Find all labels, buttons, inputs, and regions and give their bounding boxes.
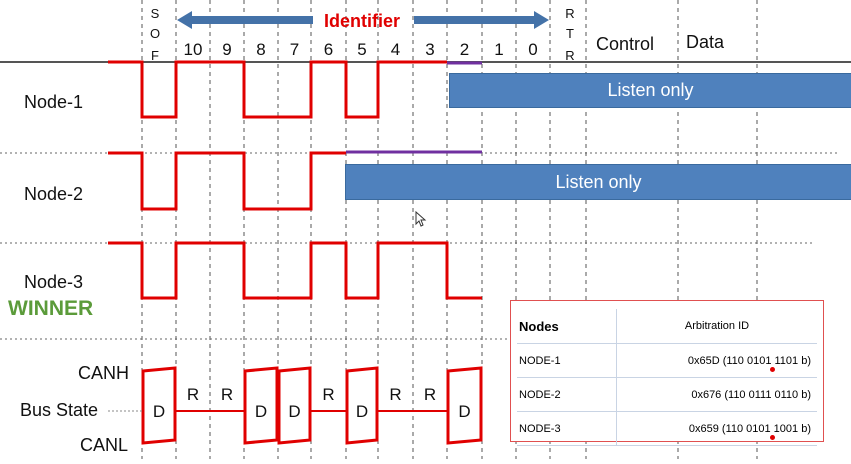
bus-state-recessive-label: R — [424, 385, 436, 404]
identifier-label: Identifier — [324, 11, 400, 31]
bit-number-label: 8 — [256, 40, 265, 59]
canl-label: CANL — [80, 435, 129, 455]
listen-only-label: Listen only — [555, 171, 642, 192]
bus-state-dominant-label: D — [153, 402, 165, 421]
bus-state-dominant-label: D — [288, 402, 300, 421]
bit-number-label: 6 — [324, 40, 333, 59]
sof-letter-s: S — [151, 6, 160, 21]
dominant-bit-box — [243, 366, 279, 445]
canh-label: CANH — [78, 363, 130, 383]
node1-waveform — [108, 60, 447, 119]
identifier-arrows: Identifier — [177, 11, 549, 31]
node-cell: NODE-3 — [517, 411, 617, 446]
bit-marker-dot — [770, 367, 775, 372]
arbitration-id-cell: 0x676 (110 0111 0110 b) — [616, 377, 817, 412]
bit-marker-dot — [770, 435, 775, 440]
arbitration-id-value: 0x676 (110 0111 0110 b) — [691, 388, 811, 401]
arbitration-id-value: 0x65D (110 0101 1101 b) — [687, 354, 811, 367]
arbitration-id-column-header: Arbitration ID — [616, 309, 817, 344]
rtr-letter-r1: R — [565, 6, 574, 21]
bit-number-label: 2 — [460, 40, 469, 59]
bus-state-recessive-label: R — [221, 385, 233, 404]
right-arrow-icon — [414, 11, 549, 29]
nodes-column-header: Nodes — [517, 309, 617, 344]
bus-state-recessive-label: R — [389, 385, 401, 404]
rtr-letter-t: T — [566, 26, 574, 41]
arbitration-id-value: 0x659 (110 0101 1001 b) — [688, 422, 811, 435]
arbitration-table: Nodes Arbitration ID NODE-1 0x65D (110 0… — [517, 309, 817, 446]
bus-state-dominant-label: D — [356, 402, 368, 421]
arbitration-id-cell: 0x65D (110 0101 1101 b) — [616, 343, 817, 378]
node-1-listen-only-bar: Listen only — [449, 73, 851, 108]
arbitration-id-table: Nodes Arbitration ID NODE-1 0x65D (110 0… — [510, 300, 824, 446]
bit-number-label: 4 — [391, 40, 400, 59]
sof-letter-o: O — [150, 26, 160, 41]
node-3-label: Node-3 — [24, 272, 84, 292]
bit-number-label: 0 — [528, 40, 537, 59]
node3-waveform — [108, 241, 482, 300]
winner-label: WINNER — [8, 297, 94, 320]
rtr-label: R T R — [565, 6, 574, 63]
table-header-row: Nodes Arbitration ID — [517, 309, 817, 344]
listen-only-label: Listen only — [607, 80, 694, 100]
node-1-label: Node-1 — [24, 92, 84, 112]
rtr-letter-r2: R — [565, 48, 574, 63]
left-arrow-icon — [177, 11, 313, 29]
table-row: NODE-3 0x659 (110 0101 1001 b) — [517, 411, 817, 446]
dominant-bit-box — [446, 366, 483, 445]
node-cell: NODE-2 — [517, 377, 617, 412]
bus-state-dominant-label: D — [458, 402, 470, 421]
dominant-bit-box — [141, 366, 177, 445]
mouse-cursor-icon — [415, 211, 427, 227]
bit-number-label: 1 — [494, 40, 503, 59]
bit-number-label: 9 — [222, 40, 231, 59]
table-row: NODE-2 0x676 (110 0111 0110 b) — [517, 377, 817, 412]
dominant-bit-box — [345, 366, 379, 445]
node-2-label: Node-2 — [24, 184, 84, 204]
node-2-listen-only-bar: Listen only — [345, 164, 851, 200]
bus-state-label: Bus State — [20, 400, 99, 420]
bit-number-label: 10 — [184, 40, 203, 59]
dominant-bit-box — [277, 366, 312, 445]
sof-label: S O F — [150, 6, 160, 63]
control-label: Control — [596, 34, 654, 54]
data-label: Data — [686, 32, 725, 52]
node2-waveform — [108, 151, 346, 211]
table-row: NODE-1 0x65D (110 0101 1101 b) — [517, 343, 817, 378]
bit-number-label: 5 — [357, 40, 366, 59]
bus-state-recessive-label: R — [322, 385, 334, 404]
node-cell: NODE-1 — [517, 343, 617, 378]
bit-number-label: 3 — [425, 40, 434, 59]
bit-number-label: 7 — [290, 40, 299, 59]
arbitration-id-cell: 0x659 (110 0101 1001 b) — [616, 411, 817, 446]
bus-state-recessive-label: R — [187, 385, 199, 404]
bus-state-dominant-label: D — [255, 402, 267, 421]
sof-letter-f: F — [151, 48, 159, 63]
